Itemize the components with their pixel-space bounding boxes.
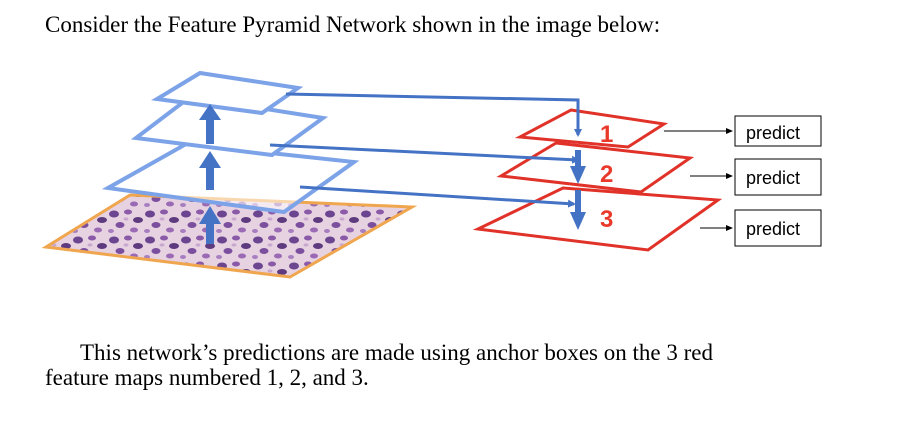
top-down-arrow-2 <box>570 190 586 230</box>
predict-label-3: predict <box>746 219 800 239</box>
feature-map-number-1: 1 <box>600 121 613 148</box>
feature-map-number-2: 2 <box>600 161 613 188</box>
predict-box-2: predict <box>734 158 822 196</box>
upward-arrow-3 <box>199 206 221 244</box>
lateral-connection-3 <box>299 185 576 208</box>
bottom-up-level-1 <box>151 70 304 116</box>
fpn-diagram: 1 2 3 predict predict predict <box>41 70 822 279</box>
input-image <box>41 193 418 279</box>
caption-line-1: This network’s predictions are made usin… <box>80 340 713 365</box>
bottom-up-level-2 <box>130 94 329 158</box>
bottom-up-level-3 <box>101 141 360 215</box>
feature-map-1 <box>514 108 669 149</box>
predict-box-3: predict <box>734 209 822 247</box>
predict-label-2: predict <box>746 168 800 188</box>
top-down-arrow-1 <box>570 150 586 184</box>
predict-box-1: predict <box>734 115 822 147</box>
feature-map-2 <box>496 141 695 194</box>
lateral-connection-2 <box>269 143 580 164</box>
feature-map-3 <box>472 186 723 252</box>
question-heading: Consider the Feature Pyramid Network sho… <box>45 12 661 37</box>
upward-arrow-1 <box>199 104 221 144</box>
caption: This network’s predictions are made usin… <box>45 340 875 390</box>
upward-arrow-2 <box>199 151 221 190</box>
predict-label-1: predict <box>746 123 800 143</box>
caption-line-2: feature maps numbered 1, 2, and 3. <box>45 365 369 390</box>
feature-map-number-3: 3 <box>600 206 613 233</box>
lateral-connection-1 <box>285 92 582 137</box>
